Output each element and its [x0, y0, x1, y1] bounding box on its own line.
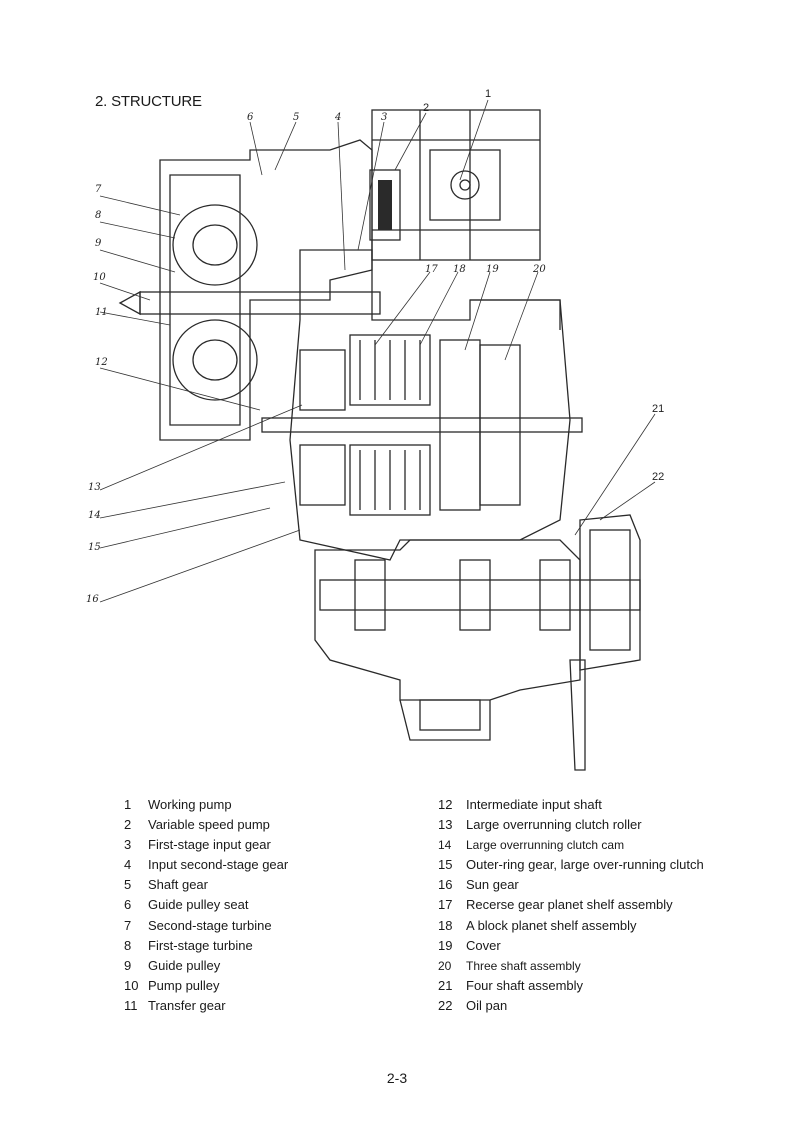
callout-3: 3 [381, 112, 387, 123]
callout-18: 18 [453, 264, 466, 275]
callout-2: 2 [423, 102, 429, 114]
output-housing [314, 539, 581, 701]
callout-6: 6 [247, 112, 254, 123]
gearbox-housing [289, 249, 571, 561]
callout-10: 10 [93, 272, 106, 283]
lower-torus [172, 319, 258, 401]
callout-12: 12 [95, 357, 108, 368]
callout-20: 20 [532, 264, 546, 275]
pump-block [371, 109, 541, 261]
callout-17: 17 [425, 264, 438, 275]
converter-housing [159, 139, 373, 441]
callout-19: 19 [486, 264, 499, 275]
page-number: 2-3 [386, 1070, 408, 1086]
callout-15: 15 [88, 542, 101, 553]
clutch-pack [479, 344, 521, 506]
callout-9: 9 [95, 238, 102, 249]
callout-14: 14 [88, 510, 101, 521]
section-title: 2. STRUCTURE [95, 93, 202, 110]
input-shaft [139, 291, 381, 315]
callout-21: 21 [652, 403, 664, 415]
output-shaft [319, 579, 641, 611]
callout-4: 4 [334, 112, 341, 123]
callout-13: 13 [88, 482, 101, 493]
callout-1: 1 [485, 88, 491, 100]
drawing-svg: 1 2 3 4 5 6 7 8 9 10 11 12 13 14 15 16 1… [86, 88, 664, 771]
transmission-cross-section-drawing: 1 2 3 4 5 6 7 8 9 10 11 12 13 14 15 16 1… [86, 88, 664, 771]
callout-22: 22 [652, 471, 664, 483]
intermediate-shaft [261, 417, 583, 433]
upper-torus [172, 204, 258, 286]
callout-8: 8 [95, 210, 101, 221]
oil-pan-shape [579, 514, 641, 671]
callout-5: 5 [293, 112, 299, 123]
callout-7: 7 [95, 184, 102, 195]
planet-set-lower [349, 444, 431, 516]
callout-labels: 1 2 3 4 5 6 7 8 9 10 11 12 13 14 15 16 1… [86, 88, 664, 605]
planet-set-upper [349, 334, 431, 406]
callout-11: 11 [95, 307, 108, 318]
callout-16: 16 [86, 594, 99, 605]
